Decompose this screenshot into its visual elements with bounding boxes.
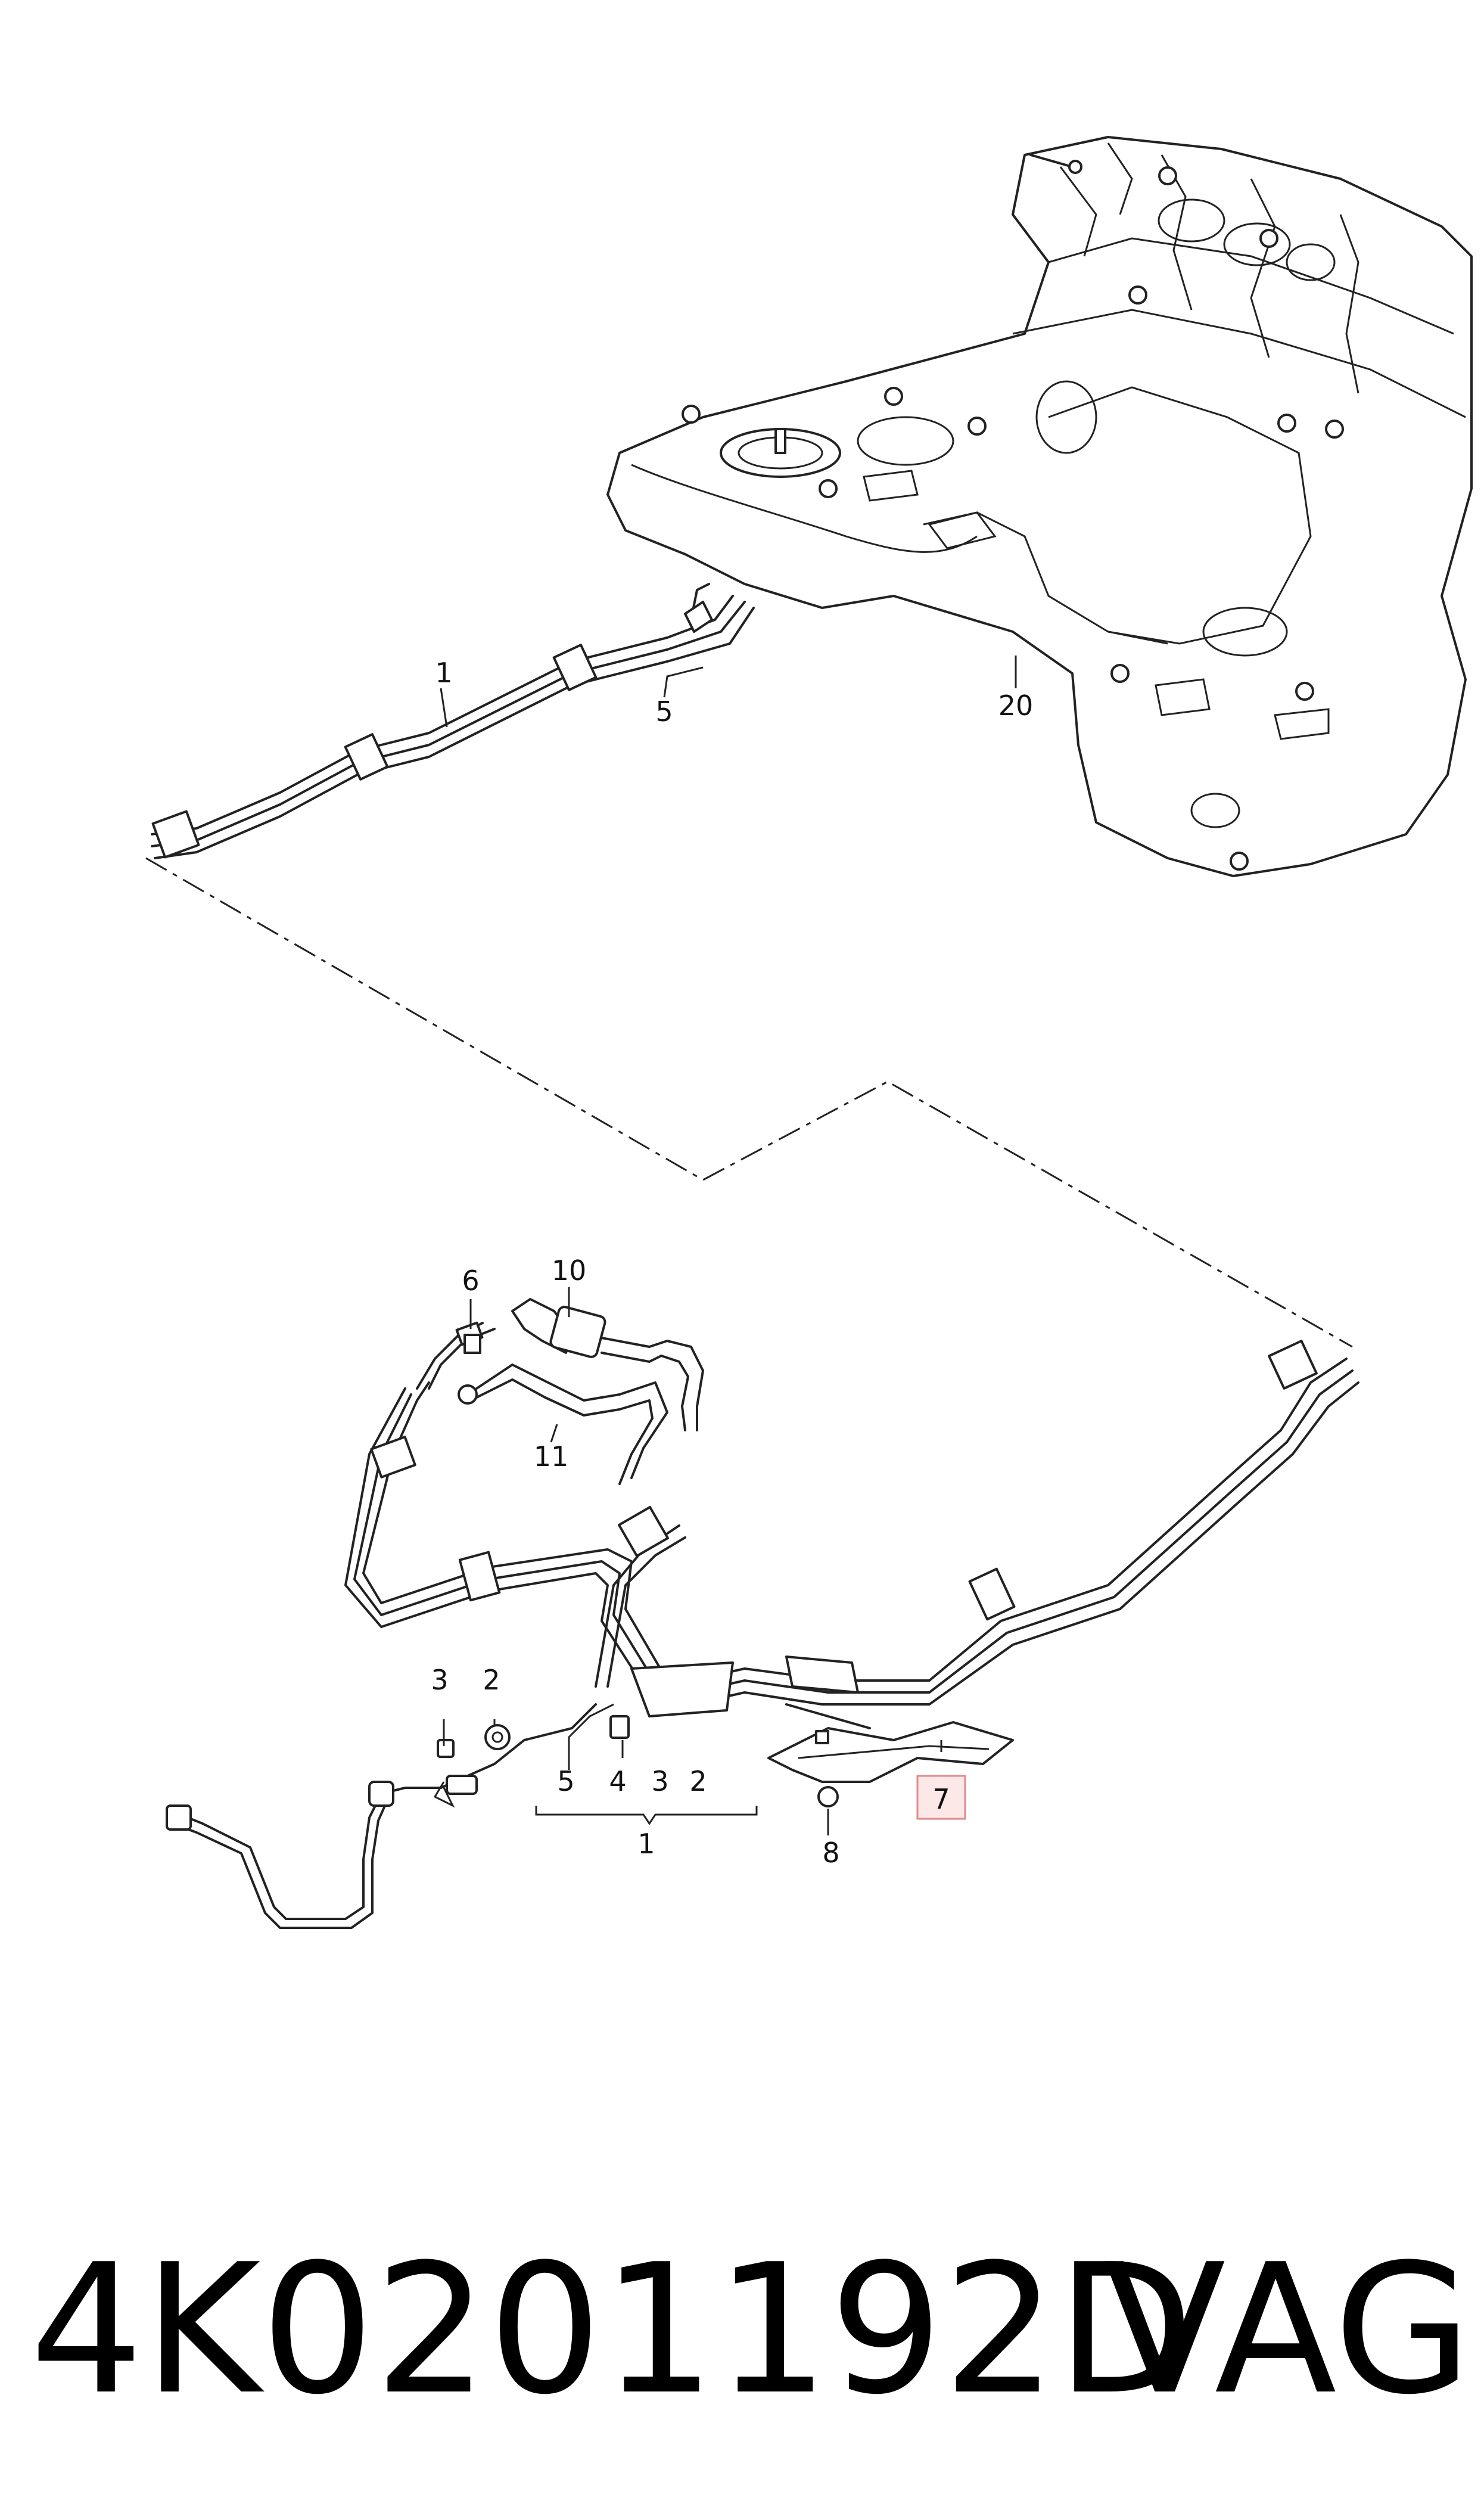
callout-2-left: 2: [483, 1664, 500, 1696]
upper-fuel-lines-drawing: [151, 583, 755, 859]
callout-1-top: 1: [435, 657, 452, 689]
callout-2-bottom: 2: [689, 1765, 707, 1797]
callout-20: 20: [998, 689, 1034, 722]
connection-dash-line: [145, 857, 1353, 1348]
callout-7-highlight: [916, 1775, 966, 1820]
callout-5-top: 5: [655, 695, 673, 728]
callout-10: 10: [552, 1254, 587, 1287]
callout-3-left: 3: [431, 1664, 448, 1696]
lower-fuel-lines-drawing: [166, 1298, 1359, 1929]
callout-4: 4: [609, 1765, 626, 1797]
leader-lines: [433, 656, 1017, 1835]
part-number: 4K0201192D: [30, 2226, 1194, 2434]
callout-3-bottom: 3: [651, 1765, 668, 1797]
callout-11: 11: [534, 1440, 569, 1473]
callout-7: 7: [932, 1783, 950, 1815]
callout-6: 6: [462, 1265, 479, 1297]
callout-labels: 1 5 20 6 10 11 3 2 5 4 3 2 1 8 7: [431, 657, 1033, 1869]
brand-label: VAG: [1103, 2226, 1472, 2434]
callout-5-bottom: 5: [557, 1765, 574, 1797]
fuel-tank-drawing: [606, 136, 1473, 877]
callout-1-bottom: 1: [637, 1828, 655, 1860]
callout-8: 8: [822, 1837, 839, 1869]
